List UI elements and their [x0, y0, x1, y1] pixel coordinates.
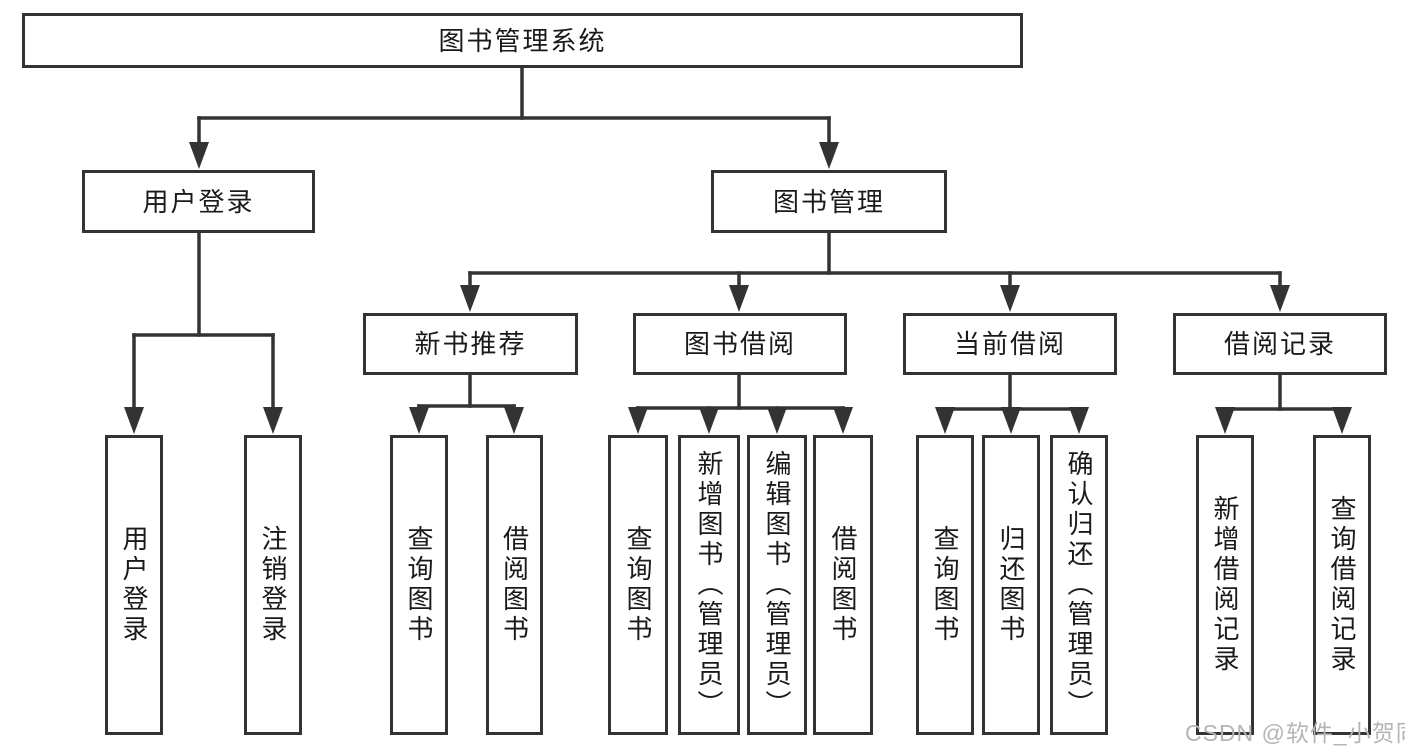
node-label: 图书借阅 — [683, 329, 796, 359]
node-label: 查询图书 — [404, 525, 434, 645]
node-label: 新增图书（管理员） — [694, 450, 724, 720]
node-borrowing-records: 借阅记录 — [1173, 313, 1387, 375]
leaf-current-confirm-return-admin: 确认归还（管理员） — [1050, 435, 1108, 735]
node-label: 图书管理系统 — [438, 25, 607, 56]
leaf-records-add-record: 新增借阅记录 — [1196, 435, 1254, 735]
node-label: 编辑图书（管理员） — [762, 450, 792, 720]
node-label: 借阅图书 — [828, 525, 858, 645]
leaf-current-return-books: 归还图书 — [982, 435, 1040, 735]
node-label: 确认归还（管理员） — [1064, 450, 1094, 720]
node-label: 借阅图书 — [499, 525, 530, 645]
node-label: 查询图书 — [623, 525, 653, 645]
leaf-borrow-query-books: 查询图书 — [608, 435, 668, 735]
node-label: 新增借阅记录 — [1210, 495, 1240, 675]
node-user-login: 用户登录 — [82, 170, 315, 233]
leaf-records-query-record: 查询借阅记录 — [1313, 435, 1371, 735]
node-book-management: 图书管理 — [711, 170, 947, 233]
node-label: 查询图书 — [930, 525, 960, 645]
leaf-user-login: 用户登录 — [105, 435, 163, 735]
node-label: 图书管理 — [772, 186, 885, 217]
leaf-logout: 注销登录 — [244, 435, 302, 735]
node-label: 归还图书 — [996, 525, 1026, 645]
node-label: 借阅记录 — [1223, 329, 1336, 359]
node-label: 新书推荐 — [414, 329, 527, 359]
node-label: 用户登录 — [119, 525, 149, 645]
leaf-current-query-books: 查询图书 — [916, 435, 974, 735]
node-label: 查询借阅记录 — [1327, 495, 1357, 675]
leaf-borrow-borrow-books: 借阅图书 — [813, 435, 873, 735]
leaf-newrec-borrow-books: 借阅图书 — [486, 435, 543, 735]
node-label: 用户登录 — [142, 186, 255, 217]
leaf-newrec-query-books: 查询图书 — [390, 435, 448, 735]
node-label: 注销登录 — [258, 525, 288, 645]
node-book-borrowing: 图书借阅 — [633, 313, 847, 375]
node-library-system: 图书管理系统 — [22, 13, 1023, 68]
node-label: 当前借阅 — [953, 329, 1066, 359]
leaf-borrow-edit-books-admin: 编辑图书（管理员） — [747, 435, 807, 735]
leaf-borrow-add-books-admin: 新增图书（管理员） — [678, 435, 740, 735]
node-new-book-recommend: 新书推荐 — [363, 313, 578, 375]
csdn-watermark: CSDN @软件_小贺同学 — [1185, 720, 1405, 746]
node-current-borrowing: 当前借阅 — [903, 313, 1117, 375]
